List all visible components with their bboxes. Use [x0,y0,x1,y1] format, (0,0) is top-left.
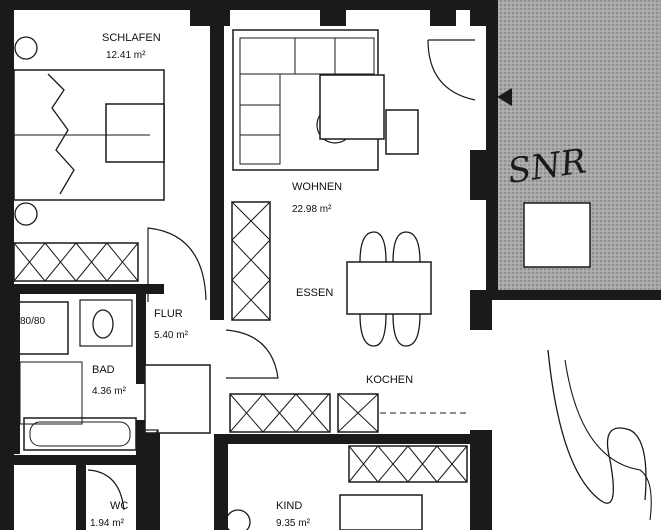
room-label-wc: WC [110,500,128,512]
washing-machine [144,364,211,434]
coffee-table [319,74,385,140]
bed [13,36,165,226]
room-area-flur: 5.40 m² [154,330,189,341]
toilet-icon [92,309,114,339]
room-label-shower: 80/80 [20,316,45,327]
balcony-table [523,202,591,268]
sofa [232,29,419,171]
room-label-flur: FLUR [154,308,183,320]
room-area-bad: 4.36 m² [92,386,127,397]
room-label-schlafen: SCHLAFEN [102,32,161,44]
dining-table [346,231,432,347]
room-label-wohnen: WOHNEN [292,181,342,193]
room-area-schlafen: 12.41 m² [106,50,146,61]
room-label-essen: ESSEN [296,287,333,299]
lamp-icon [14,36,38,60]
desk [339,494,423,530]
kind-wardrobe [348,445,468,483]
toilet-area [79,299,133,347]
walls [0,0,492,530]
room-area-kind: 9.35 m² [276,518,311,529]
door-arc [147,227,207,302]
lamp-icon [14,202,38,226]
bathroom-fixtures [17,299,211,483]
balcony [486,0,661,300]
window-marker [497,88,512,106]
door-arc [225,329,279,379]
kitchen-counter [229,393,470,433]
room-area-wc: 1.94 m² [90,518,125,529]
wardrobe [13,242,139,282]
room-label-kind: KIND [276,500,302,512]
door-arc [87,469,125,511]
room-label-kochen: KOCHEN [366,374,413,386]
sink [19,361,83,425]
handwritten-scribble [547,349,652,521]
lamp-icon [225,509,251,530]
room-area-wohnen: 22.98 m² [292,204,332,215]
shelf [231,201,271,321]
shower [17,301,69,355]
room-label-bad: BAD [92,364,115,376]
door-arc [427,39,476,101]
armchair [385,109,419,155]
bathtub [23,417,137,451]
